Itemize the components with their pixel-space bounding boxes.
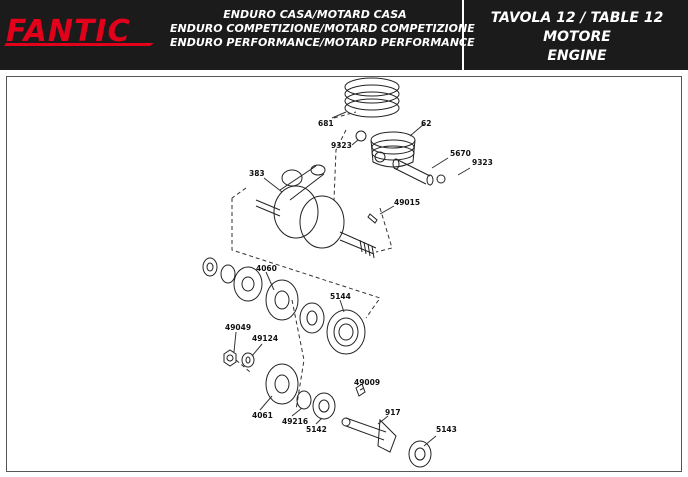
piston-pin-drawing bbox=[392, 158, 434, 186]
washer-drawing bbox=[241, 352, 255, 368]
bearing-5143-drawing bbox=[408, 440, 432, 468]
table-info: TAVOLA 12 / TABLE 12 MOTORE ENGINE bbox=[466, 9, 688, 66]
header-divider bbox=[462, 0, 464, 70]
label-5670: 5670 bbox=[450, 149, 471, 158]
bearing-5144-drawing bbox=[326, 309, 366, 355]
part-number-labels: 681 62 9323 5670 9323 383 49015 4060 514… bbox=[225, 119, 493, 434]
label-4060: 4060 bbox=[256, 264, 277, 273]
crankshaft-drawing bbox=[255, 164, 377, 259]
leader-lines bbox=[233, 111, 471, 447]
section-italian: MOTORE bbox=[543, 29, 611, 45]
model-line-2: ENDURO COMPETIZIONE/MOTARD COMPETIZIONE bbox=[170, 22, 475, 35]
logo-text: FANTIC bbox=[6, 14, 131, 48]
bushing-drawing bbox=[296, 390, 312, 410]
label-49009: 49009 bbox=[354, 378, 380, 387]
label-9323-right: 9323 bbox=[472, 158, 493, 167]
assembly-guide-lines bbox=[231, 111, 393, 411]
nut-drawing bbox=[223, 349, 237, 367]
shaft-917-drawing bbox=[341, 417, 397, 453]
label-681: 681 bbox=[318, 119, 334, 128]
label-4061: 4061 bbox=[252, 411, 273, 420]
circlip-right-drawing bbox=[436, 174, 446, 184]
piston-rings-drawing bbox=[344, 77, 400, 118]
label-5142: 5142 bbox=[306, 425, 327, 434]
fantic-logo: FANTIC bbox=[4, 14, 154, 48]
label-5143: 5143 bbox=[436, 425, 457, 434]
label-49015: 49015 bbox=[394, 198, 420, 207]
model-line-3: ENDURO PERFORMANCE/MOTARD PERFORMANCE bbox=[170, 36, 475, 49]
primary-gear-drawing bbox=[202, 257, 325, 334]
model-list: ENDURO CASA/MOTARD CASA ENDURO COMPETIZI… bbox=[170, 8, 475, 50]
label-9323-left: 9323 bbox=[331, 141, 352, 150]
label-49049: 49049 bbox=[225, 323, 251, 332]
pin-49009-drawing bbox=[355, 383, 366, 397]
bearing-5142-drawing bbox=[312, 392, 336, 420]
label-383: 383 bbox=[249, 169, 265, 178]
section-english: ENGINE bbox=[547, 48, 607, 64]
small-pin-drawing bbox=[367, 213, 378, 224]
header-bar: FANTIC ENDURO CASA/MOTARD CASA ENDURO CO… bbox=[0, 0, 688, 70]
label-917: 917 bbox=[385, 408, 401, 417]
label-49124: 49124 bbox=[252, 334, 278, 343]
table-title: TAVOLA 12 / TABLE 12 bbox=[490, 10, 664, 26]
label-62: 62 bbox=[421, 119, 431, 128]
piston-drawing bbox=[370, 131, 416, 168]
gear-4061-drawing bbox=[265, 363, 299, 405]
label-5144: 5144 bbox=[330, 292, 351, 301]
circlip-left-drawing bbox=[355, 130, 367, 142]
diagram-frame bbox=[6, 76, 682, 472]
model-line-1: ENDURO CASA/MOTARD CASA bbox=[223, 8, 407, 21]
label-49216: 49216 bbox=[282, 417, 308, 426]
